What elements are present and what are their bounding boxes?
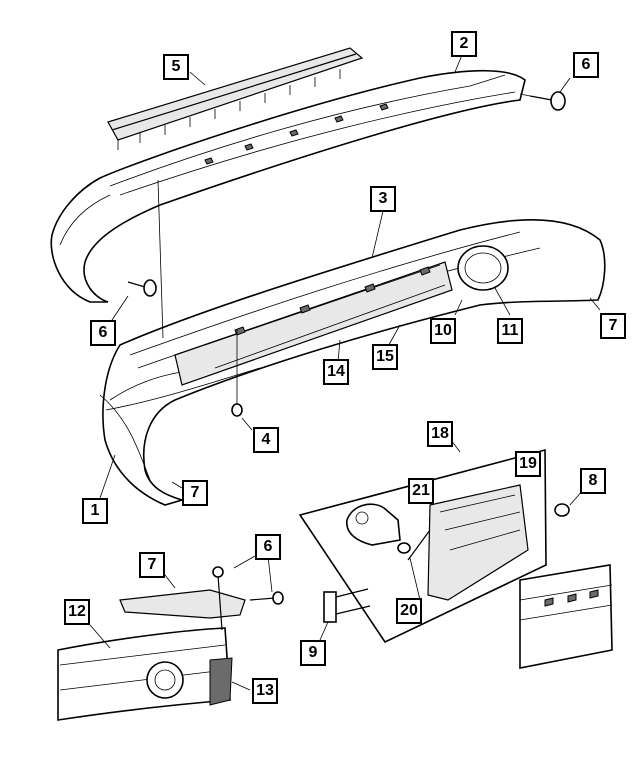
nut-part-8	[554, 503, 570, 517]
callout-7-right[interactable]: 7	[600, 313, 626, 339]
callout-6-lower[interactable]: 6	[255, 534, 281, 560]
callout-15[interactable]: 15	[372, 344, 398, 370]
upper-bumper-cover-part-2	[50, 69, 526, 303]
callout-6-left[interactable]: 6	[90, 320, 116, 346]
upper-strip-part-5	[107, 47, 364, 150]
callout-13[interactable]: 13	[252, 678, 278, 704]
callout-7-lower[interactable]: 7	[139, 552, 165, 578]
callout-3[interactable]: 3	[370, 186, 396, 212]
tow-hook-assembly-part-18	[298, 448, 547, 644]
lower-left-assembly	[57, 566, 284, 721]
callout-4[interactable]: 4	[253, 427, 279, 453]
callout-7-bottom[interactable]: 7	[182, 480, 208, 506]
callout-10[interactable]: 10	[430, 318, 456, 344]
frame-rail	[519, 564, 613, 669]
callout-20[interactable]: 20	[396, 598, 422, 624]
callout-14[interactable]: 14	[323, 359, 349, 385]
callout-leaders	[89, 54, 601, 691]
callout-21[interactable]: 21	[408, 478, 434, 504]
leader-line	[157, 179, 164, 339]
callout-19[interactable]: 19	[515, 451, 541, 477]
front-bumper-part-1	[99, 218, 606, 506]
callout-12[interactable]: 12	[64, 599, 90, 625]
bolt-part-6-left	[127, 279, 157, 297]
callout-9[interactable]: 9	[300, 640, 326, 666]
bolt-part-6-top	[519, 91, 566, 111]
callout-8[interactable]: 8	[580, 468, 606, 494]
nut-part-4	[231, 403, 243, 417]
callout-2[interactable]: 2	[451, 31, 477, 57]
callout-1[interactable]: 1	[82, 498, 108, 524]
callout-11[interactable]: 11	[497, 318, 523, 344]
callout-18[interactable]: 18	[427, 421, 453, 447]
callout-5[interactable]: 5	[163, 54, 189, 80]
bolt-plate-part-9	[323, 588, 371, 623]
callout-6-top[interactable]: 6	[573, 52, 599, 78]
